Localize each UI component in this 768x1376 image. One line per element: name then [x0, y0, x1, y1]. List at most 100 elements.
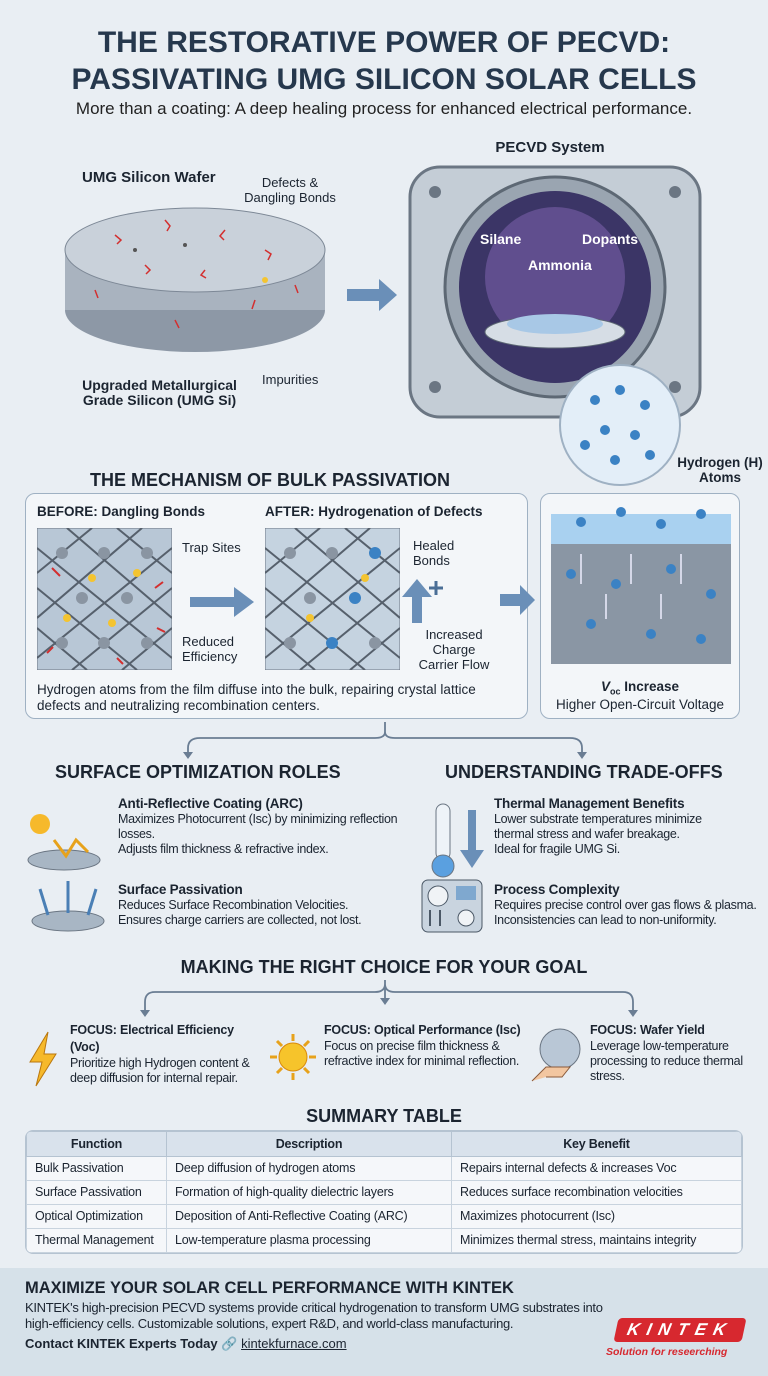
thermal-desc: Lower substrate temperatures minimize th… — [494, 812, 702, 841]
choice-branch-connector — [140, 980, 638, 1017]
hydrogen-magnifier-illustration — [559, 364, 681, 486]
kintek-tagline: Solution for reseerching — [606, 1346, 728, 1358]
after-title: AFTER: Hydrogenation of Defects — [265, 504, 483, 519]
reduced-efficiency-label: Reduced Efficiency — [182, 634, 238, 664]
wafer-arrows-icon — [31, 881, 105, 932]
gas-dopants: Dopants — [582, 231, 638, 247]
mechanism-heading: THE MECHANISM OF BULK PASSIVATION — [90, 470, 450, 490]
table-cell: Repairs internal defects & increases Voc — [451, 1156, 742, 1181]
thermal-desc-2: Ideal for fragile UMG Si. — [494, 842, 620, 856]
website-link[interactable]: kintekfurnace.com — [241, 1336, 347, 1351]
sun-reflection-icon — [27, 814, 101, 871]
column-header: Key Benefit — [451, 1131, 742, 1157]
surface-passivation-desc-2: Ensures charge carriers are collected, n… — [118, 913, 362, 927]
lightning-icon — [29, 1031, 57, 1087]
focus-yield-block: FOCUS: Wafer Yield Leverage low-temperat… — [590, 1022, 760, 1084]
voc-description: Higher Open-Circuit Voltage — [555, 697, 725, 712]
arrow-right-icon — [190, 587, 254, 617]
pecvd-chamber-illustration — [408, 165, 702, 419]
arc-desc: Maximizes Photocurrent (Isc) by minimizi… — [118, 812, 398, 841]
contact-label: Contact KINTEK Experts Today — [25, 1336, 218, 1351]
surface-heading: SURFACE OPTIMIZATION ROLES — [55, 762, 341, 782]
pecvd-title: PECVD System — [495, 139, 605, 156]
arc-block: Anti-Reflective Coating (ARC) Maximizes … — [118, 795, 403, 857]
footer: MAXIMIZE YOUR SOLAR CELL PERFORMANCE WIT… — [0, 1268, 768, 1376]
thermometer-icon — [431, 803, 484, 878]
link-icon: 🔗 — [221, 1336, 238, 1351]
arc-desc-2: Adjusts film thickness & refractive inde… — [118, 842, 329, 856]
contact-line: Contact KINTEK Experts Today 🔗 kintekfur… — [25, 1336, 605, 1352]
lattice-after-illustration — [265, 528, 400, 670]
kintek-logo: KINTEK — [613, 1318, 747, 1342]
choice-heading: MAKING THE RIGHT CHOICE FOR YOUR GOAL — [180, 957, 588, 977]
voc-increase-label: Voc Increase — [600, 679, 680, 697]
umg-wafer-illustration — [64, 207, 326, 352]
title-line-1: THE RESTORATIVE POWER OF PECVD: — [97, 26, 671, 59]
focus-yield-desc: Leverage low-temperature processing to r… — [590, 1039, 743, 1083]
table-cell: Reduces surface recombination velocities — [451, 1180, 742, 1205]
table-cell: Deep diffusion of hydrogen atoms — [166, 1156, 452, 1181]
focus-electrical-desc: Prioritize high Hydrogen content & deep … — [70, 1056, 250, 1085]
defects-label: Defects & Dangling Bonds — [244, 175, 336, 205]
table-cell: Bulk Passivation — [26, 1156, 167, 1181]
gas-silane: Silane — [480, 231, 522, 247]
table-cell: Formation of high-quality dielectric lay… — [166, 1180, 452, 1205]
arrow-up-plus-icon — [402, 579, 443, 623]
table-cell: Optical Optimization — [26, 1204, 167, 1229]
tradeoffs-heading: UNDERSTANDING TRADE-OFFS — [445, 762, 723, 782]
arrow-right-icon — [500, 585, 535, 615]
hydrogen-diffusion-illustration — [551, 507, 731, 664]
branch-connector — [183, 722, 587, 759]
arrow-right-icon — [347, 279, 397, 311]
footer-heading: MAXIMIZE YOUR SOLAR CELL PERFORMANCE WIT… — [25, 1279, 514, 1297]
focus-electrical-block: FOCUS: Electrical Efficiency (Voc) Prior… — [70, 1022, 262, 1086]
hydrogen-diffusion-panel — [540, 493, 740, 719]
column-header: Description — [166, 1131, 452, 1157]
subtitle: More than a coating: A deep healing proc… — [75, 99, 693, 118]
summary-table: Function Description Key Benefit Bulk Pa… — [25, 1130, 743, 1254]
title-line-2: PASSIVATING UMG SILICON SOLAR CELLS — [71, 63, 697, 96]
footer-body: KINTEK's high-precision PECVD systems pr… — [25, 1300, 603, 1331]
surface-passivation-block: Surface Passivation Reduces Surface Reco… — [118, 881, 408, 928]
table-cell: Deposition of Anti-Reflective Coating (A… — [166, 1204, 452, 1229]
thermal-block: Thermal Management Benefits Lower substr… — [494, 795, 744, 857]
table-cell: Thermal Management — [26, 1228, 167, 1253]
column-header: Function — [26, 1131, 167, 1157]
wafer-title: UMG Silicon Wafer — [82, 169, 216, 186]
increased-flow-label: Increased Charge Carrier Flow — [418, 627, 490, 672]
hand-wafer-icon — [531, 1028, 581, 1082]
arc-title: Anti-Reflective Coating (ARC) — [118, 796, 303, 811]
focus-optical-block: FOCUS: Optical Performance (Isc) Focus o… — [324, 1022, 524, 1069]
healed-bonds-label: Healed Bonds — [413, 538, 455, 568]
focus-optical-title: FOCUS: Optical Performance (Isc) — [324, 1023, 521, 1037]
footer-text-block: MAXIMIZE YOUR SOLAR CELL PERFORMANCE WIT… — [25, 1278, 605, 1352]
table-cell: Low-temperature plasma processing — [166, 1228, 452, 1253]
complexity-desc-2: Inconsistencies can lead to non-uniformi… — [494, 913, 717, 927]
mechanism-caption: Hydrogen atoms from the film diffuse int… — [37, 682, 476, 713]
focus-yield-title: FOCUS: Wafer Yield — [590, 1023, 705, 1037]
summary-heading: SUMMARY TABLE — [306, 1106, 462, 1126]
impurities-label: Impurities — [262, 372, 319, 387]
table-cell: Surface Passivation — [26, 1180, 167, 1205]
gas-ammonia: Ammonia — [528, 257, 592, 273]
focus-optical-desc: Focus on precise film thickness & refrac… — [324, 1039, 520, 1068]
complexity-desc: Requires precise control over gas flows … — [494, 898, 757, 912]
before-title: BEFORE: Dangling Bonds — [37, 504, 205, 519]
trap-sites-label: Trap Sites — [182, 540, 241, 555]
complexity-title: Process Complexity — [494, 882, 620, 897]
complexity-block: Process Complexity Requires precise cont… — [494, 881, 766, 928]
focus-electrical-title: FOCUS: Electrical Efficiency (Voc) — [70, 1023, 234, 1054]
sun-icon — [270, 1034, 316, 1080]
umg-grade-label: Upgraded Metallurgical Grade Silicon (UM… — [82, 377, 237, 408]
table-cell: Maximizes photocurrent (Isc) — [451, 1204, 742, 1229]
lattice-before-illustration — [37, 528, 172, 670]
control-panel-icon — [421, 879, 483, 933]
thermal-title: Thermal Management Benefits — [494, 796, 685, 811]
table-cell: Minimizes thermal stress, maintains inte… — [451, 1228, 742, 1253]
hydrogen-label: Hydrogen (H) Atoms — [677, 455, 763, 485]
surface-passivation-title: Surface Passivation — [118, 882, 243, 897]
